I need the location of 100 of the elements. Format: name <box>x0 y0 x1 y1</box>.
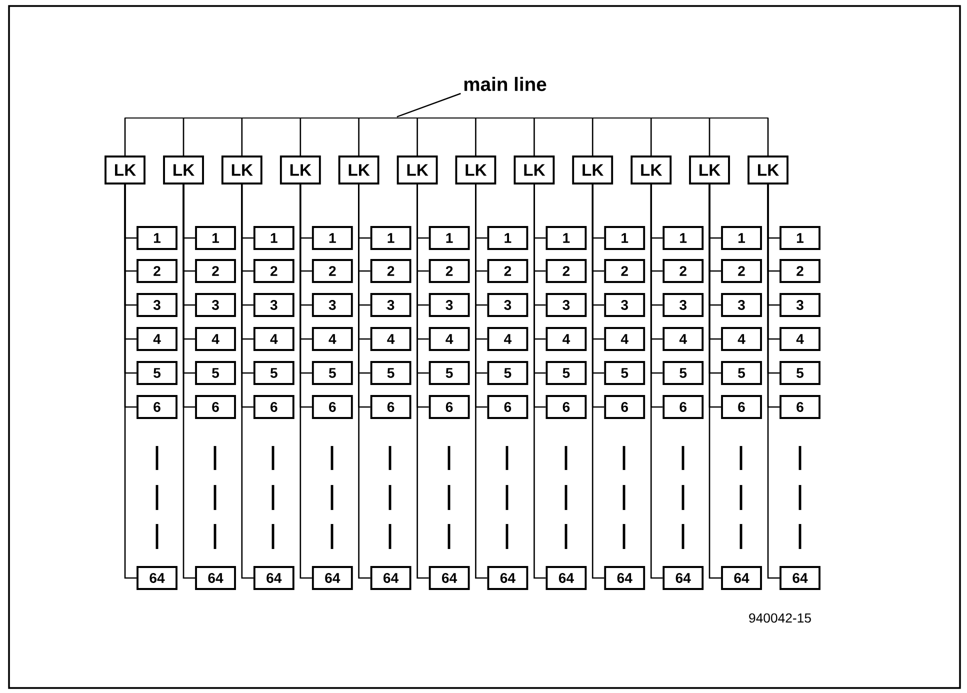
numbered-box: 6 <box>487 395 528 419</box>
numbered-box: 5 <box>721 361 762 385</box>
numbered-box: 4 <box>136 327 178 351</box>
lk-box: LK <box>338 156 380 184</box>
numbered-box: 3 <box>428 293 470 317</box>
numbered-box: 5 <box>195 361 236 385</box>
branch-line <box>124 184 137 579</box>
numbered-box: 1 <box>721 226 762 250</box>
numbered-box: 3 <box>721 293 762 317</box>
lk-box: LK <box>221 156 262 184</box>
numbered-box: 3 <box>195 293 236 317</box>
numbered-box: 6 <box>136 395 178 419</box>
lk-box: LK <box>455 156 496 184</box>
numbered-box: 5 <box>546 361 587 385</box>
numbered-box: 2 <box>253 259 294 283</box>
numbered-box: 2 <box>487 259 528 283</box>
numbered-box: 3 <box>546 293 587 317</box>
numbered-box: 2 <box>195 259 236 283</box>
numbered-box: 4 <box>195 327 236 351</box>
numbered-box: 3 <box>370 293 412 317</box>
numbered-box: 1 <box>428 226 470 250</box>
numbered-box: 3 <box>312 293 353 317</box>
branch-line <box>182 184 196 579</box>
leader-line <box>396 92 461 118</box>
numbered-box: 64 <box>312 566 353 590</box>
numbered-box: 1 <box>195 226 236 250</box>
lk-box: LK <box>396 156 438 184</box>
numbered-box: 5 <box>253 361 294 385</box>
drop-line <box>708 118 710 156</box>
numbered-box: 4 <box>428 327 470 351</box>
numbered-box: 6 <box>721 395 762 419</box>
numbered-box: 5 <box>428 361 470 385</box>
numbered-box: 1 <box>546 226 587 250</box>
numbered-box: 5 <box>136 361 178 385</box>
numbered-box: 4 <box>312 327 353 351</box>
numbered-box: 64 <box>370 566 412 590</box>
figure-number: 940042-15 <box>749 613 811 623</box>
branch-line <box>708 184 722 579</box>
drop-line <box>767 118 769 156</box>
drop-line <box>650 118 652 156</box>
numbered-box: 1 <box>780 226 820 250</box>
numbered-box: 6 <box>195 395 236 419</box>
numbered-box: 3 <box>487 293 528 317</box>
drop-line <box>300 118 302 156</box>
numbered-box: 6 <box>312 395 353 419</box>
numbered-box: 2 <box>780 259 820 283</box>
numbered-box: 5 <box>370 361 412 385</box>
numbered-box: 3 <box>136 293 178 317</box>
drop-line <box>475 118 476 156</box>
numbered-box: 5 <box>662 361 704 385</box>
numbered-box: 4 <box>662 327 704 351</box>
branch-line <box>650 184 663 579</box>
numbered-box: 4 <box>780 327 820 351</box>
numbered-box: 6 <box>253 395 294 419</box>
lk-box: LK <box>163 156 204 184</box>
numbered-box: 6 <box>662 395 704 419</box>
drop-line <box>416 118 418 156</box>
lk-box: LK <box>514 156 555 184</box>
numbered-box: 3 <box>253 293 294 317</box>
drop-line <box>592 118 594 156</box>
numbered-box: 2 <box>546 259 587 283</box>
drop-line <box>241 118 243 156</box>
numbered-box: 5 <box>312 361 353 385</box>
numbered-box: 64 <box>487 566 528 590</box>
branch-line <box>767 184 780 579</box>
numbered-box: 6 <box>780 395 820 419</box>
numbered-box: 4 <box>370 327 412 351</box>
numbered-box: 6 <box>546 395 587 419</box>
numbered-box: 64 <box>780 566 820 590</box>
numbered-box: 64 <box>546 566 587 590</box>
numbered-box: 64 <box>253 566 294 590</box>
numbered-box: 2 <box>721 259 762 283</box>
lk-box: LK <box>748 156 788 184</box>
numbered-box: 4 <box>604 327 646 351</box>
branch-line <box>300 184 312 579</box>
numbered-box: 1 <box>253 226 294 250</box>
numbered-box: 5 <box>487 361 528 385</box>
branch-line <box>592 184 604 579</box>
numbered-box: 1 <box>604 226 646 250</box>
lk-box: LK <box>104 156 146 184</box>
numbered-box: 64 <box>604 566 646 590</box>
drop-line <box>182 118 184 156</box>
lk-box: LK <box>572 156 614 184</box>
line-label: main line <box>464 76 546 92</box>
numbered-box: 5 <box>604 361 646 385</box>
numbered-box: 6 <box>604 395 646 419</box>
drop-line <box>358 118 360 156</box>
drop-line <box>534 118 535 156</box>
lk-box: LK <box>689 156 730 184</box>
numbered-box: 2 <box>604 259 646 283</box>
lk-box: LK <box>630 156 672 184</box>
numbered-box: 4 <box>721 327 762 351</box>
numbered-box: 2 <box>136 259 178 283</box>
numbered-box: 1 <box>662 226 704 250</box>
numbered-box: 64 <box>136 566 178 590</box>
numbered-box: 3 <box>604 293 646 317</box>
drop-line <box>124 118 126 156</box>
numbered-box: 2 <box>428 259 470 283</box>
numbered-box: 1 <box>487 226 528 250</box>
numbered-box: 64 <box>195 566 236 590</box>
